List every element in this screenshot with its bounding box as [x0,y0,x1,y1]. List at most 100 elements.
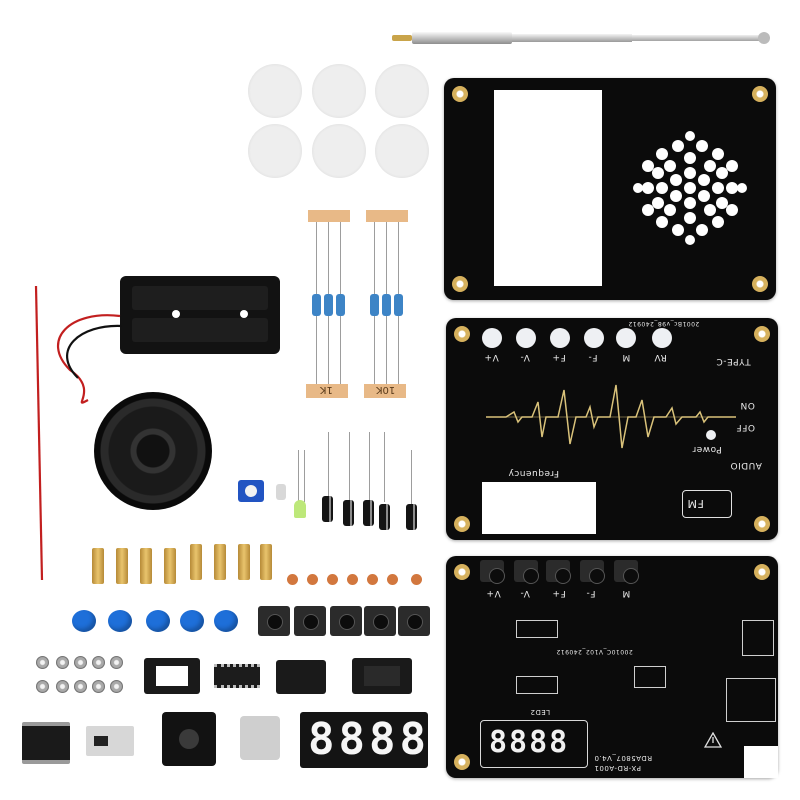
slide-switch-footprint [742,620,774,656]
button-label-vplus: V+ [484,352,499,362]
potentiometer [238,480,264,502]
electrolytic-capacitor [363,500,374,526]
board-label-vminus: V- [520,588,530,598]
usb-c-connector [240,716,280,760]
dip-chip [22,722,70,764]
off-label: OFF [736,422,755,432]
ic-footprint [516,620,558,638]
electrolytic-capacitor [406,504,417,530]
resistor-tag-1k: 1K [320,384,333,395]
display-digits: 8888 [308,714,430,765]
control-panel-plate: 2001Bc_v98_240912 V+ V- F+ F- M RV TYPE-… [446,318,778,540]
ceramic-capacitor [327,574,338,585]
audio-label: AUDIO [730,460,762,470]
chip-line: RDA5807_V4.0 [594,754,653,762]
waveform-graphic [486,384,736,449]
resistor [370,294,379,316]
screw [92,656,105,669]
screw [56,680,69,693]
battery-holder [120,276,280,354]
ceramic-capacitor [387,574,398,585]
brass-standoff [238,544,250,580]
button-label-fplus: F+ [552,352,566,362]
resistor-tape: 10K [364,384,406,398]
led-display-footprint: 8888 [480,720,588,768]
ic-socket [276,660,326,694]
tactile-switch [580,560,605,584]
jack-footprint [726,678,776,722]
led [294,500,306,518]
foam-pad [312,124,366,178]
tactile-switch [398,606,430,636]
tactile-switch [294,606,326,636]
brass-standoff [214,544,226,580]
brass-standoff [92,548,104,584]
resistor [336,294,345,316]
screw [56,656,69,669]
electrolytic-capacitor [379,504,390,530]
brass-standoff [190,544,202,580]
warning-triangle-icon [704,732,722,748]
version-code: 2001Bc_v98_240912 [628,320,700,327]
tactile-switch [514,560,539,584]
resistor-tag-10k: 10K [376,384,396,395]
type-c-label: TYPE-C [716,356,751,366]
tactile-switch [330,606,362,636]
brass-standoff [116,548,128,584]
button-cap [108,610,132,632]
led-label: LED2 [530,708,551,716]
screw [36,656,49,669]
tactile-switch [364,606,396,636]
display-window-cutout [494,90,602,286]
foam-pad [312,64,366,118]
ic-footprint [634,666,666,688]
brass-standoff [164,548,176,584]
button-label-rv: RV [654,352,667,362]
screw [92,680,105,693]
button-label-vminus: V- [520,352,530,362]
resistor-tape: 1K [306,384,348,398]
front-cover-plate [444,78,776,300]
foam-pad [248,124,302,178]
fm-badge: FM [682,490,732,518]
ceramic-capacitor [307,574,318,585]
audio-jack [162,712,216,766]
resistor [382,294,391,316]
resistor-tape [308,210,350,222]
seven-segment-display: 8888 [300,712,428,768]
button-cap [72,610,96,632]
main-circuit-board: V+ V- F+ F- M 20010C_V102_240912 8888 LE… [446,556,778,778]
button-label-m: M [622,352,631,362]
power-wires [34,285,123,581]
screw [36,680,49,693]
brass-standoff [260,544,272,580]
speaker [94,392,212,510]
footprint-digits: 8888 [489,725,570,760]
button-cap [146,610,170,632]
foam-pad [248,64,302,118]
button-label-fminus: F- [588,352,598,362]
version-small: 20010C_V102_240912 [556,648,633,655]
telescopic-antenna [392,30,774,46]
speaker-grille [633,131,747,245]
label-window [482,482,596,534]
tactile-switch [258,606,290,636]
tactile-switch [546,560,571,584]
foam-pad [375,124,429,178]
button-cap [180,610,204,632]
ceramic-capacitor [367,574,378,585]
resistor [312,294,321,316]
ic-chip [214,664,260,688]
electrolytic-capacitor [322,496,333,522]
ic-footprint [516,676,558,694]
tactile-switch [614,560,639,584]
button-cap [214,610,238,632]
foam-pad [375,64,429,118]
crystal [276,484,286,500]
ceramic-capacitor [411,574,422,585]
frequency-label: Frequency [508,468,559,478]
board-label-m: M [622,588,631,598]
ic-socket [352,658,412,694]
board-label-fminus: F- [586,588,596,598]
resistor [394,294,403,316]
